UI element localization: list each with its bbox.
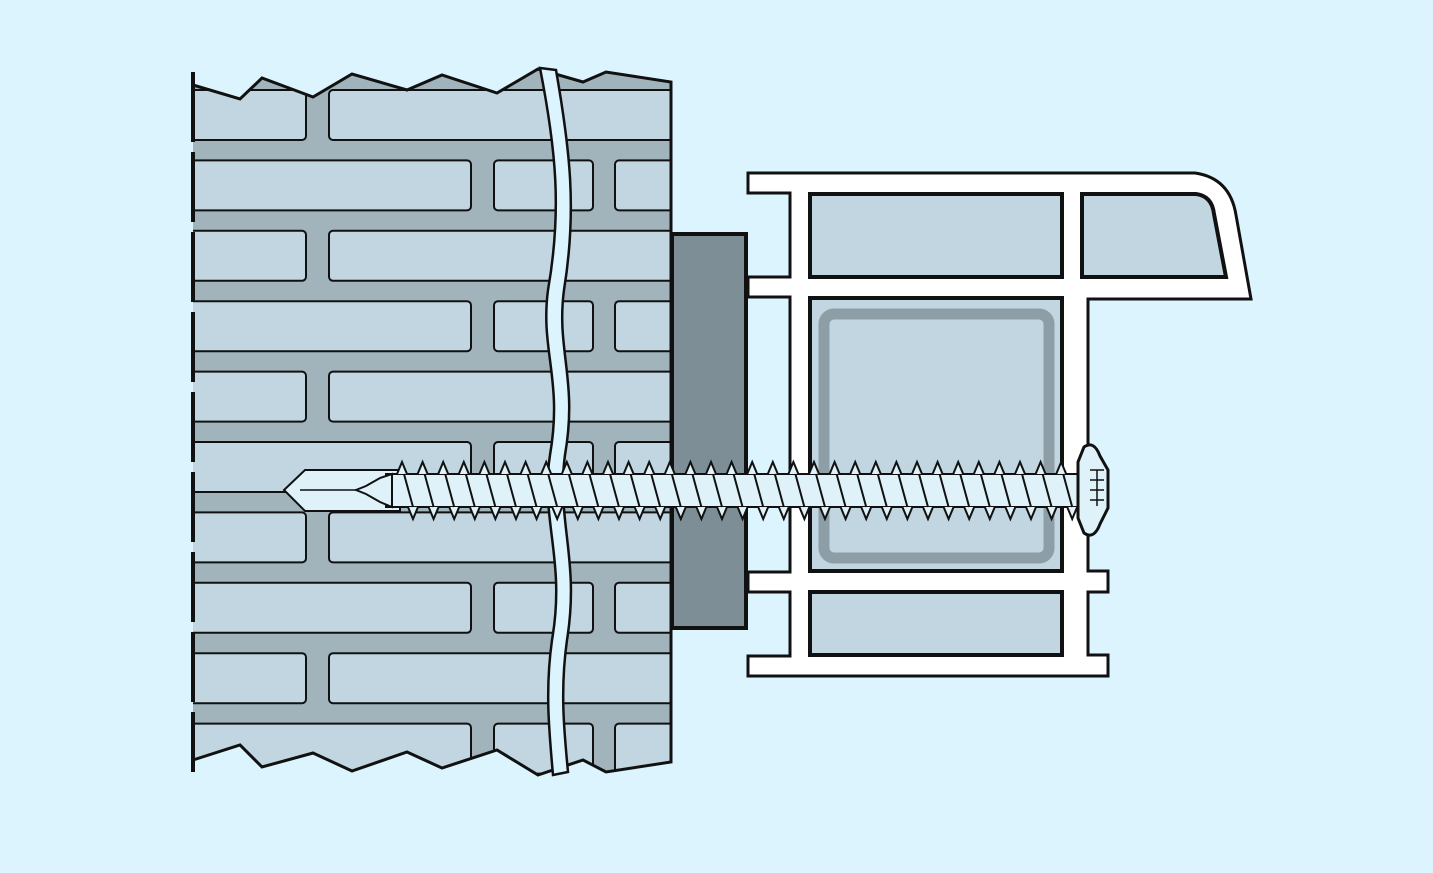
screw-thread (416, 459, 440, 522)
brick (493, 581, 594, 634)
brick (130, 794, 306, 844)
screw-thread (622, 459, 646, 522)
packer (670, 232, 748, 630)
brick (328, 229, 671, 282)
brick (614, 581, 671, 634)
screw-thread (808, 459, 831, 522)
brick (614, 722, 671, 775)
screw-thread (952, 459, 976, 522)
brick (328, 89, 671, 141)
screw-tip (353, 472, 393, 509)
frame-screw (282, 443, 1110, 537)
brick (193, 89, 307, 141)
screw-threads (396, 459, 1079, 522)
screw-thread (1034, 459, 1058, 522)
screw-thread (581, 459, 605, 522)
brick (193, 581, 472, 634)
screw-thread (849, 459, 873, 522)
screw-thread (519, 459, 543, 522)
screw-thread (931, 459, 955, 522)
brick (193, 370, 307, 423)
profile-top-chamber (808, 192, 1064, 279)
screw-thread (684, 459, 708, 522)
screw-thread (478, 459, 502, 522)
brick (328, 511, 671, 564)
wall-break-line (538, 66, 573, 777)
brick (493, 69, 594, 71)
screw-thread (437, 459, 461, 522)
brick (614, 69, 671, 71)
screw-thread (746, 459, 770, 522)
screw-thread (828, 459, 852, 522)
brick (193, 300, 472, 353)
brick (193, 722, 472, 775)
screw-thread (993, 459, 1017, 522)
screw-thread (787, 459, 811, 522)
screw-thread (766, 459, 790, 522)
brick (193, 652, 307, 705)
screw-thread (643, 459, 667, 522)
screw-thread (1014, 459, 1037, 522)
brick (493, 722, 594, 775)
screw-thread (457, 459, 481, 522)
screw-thread (911, 459, 934, 522)
screw-thread (560, 459, 584, 522)
brick (193, 159, 472, 212)
screw-thread (869, 459, 893, 522)
masonry-wall (130, 66, 700, 844)
profile-bottom-chamber (808, 590, 1064, 657)
upvc-frame-profile (746, 171, 1253, 678)
screw-head-drive-recess (1090, 469, 1104, 506)
screw-thread (890, 459, 914, 522)
brick (614, 159, 671, 212)
brick (328, 370, 671, 423)
brick (193, 69, 472, 71)
brick (193, 229, 307, 282)
brick (493, 300, 594, 353)
screw-thread (705, 459, 728, 522)
screw-thread (540, 459, 564, 522)
profile-nose-chamber (1080, 192, 1229, 279)
brick (193, 511, 307, 564)
screw-thread (499, 459, 522, 522)
brick (328, 652, 671, 705)
steel-reinforcement (818, 308, 1055, 564)
brick (493, 159, 594, 212)
screw-thread (396, 459, 419, 522)
brick (329, 794, 700, 844)
bricks (130, 69, 700, 844)
screw-thread (972, 459, 996, 522)
profile-main-chamber (808, 296, 1064, 573)
screw-thread (663, 459, 687, 522)
screw-thread (602, 459, 625, 522)
brick-courses (130, 69, 700, 844)
brick (614, 300, 671, 353)
screw-thread (1055, 459, 1079, 522)
screw-thread (725, 459, 749, 522)
